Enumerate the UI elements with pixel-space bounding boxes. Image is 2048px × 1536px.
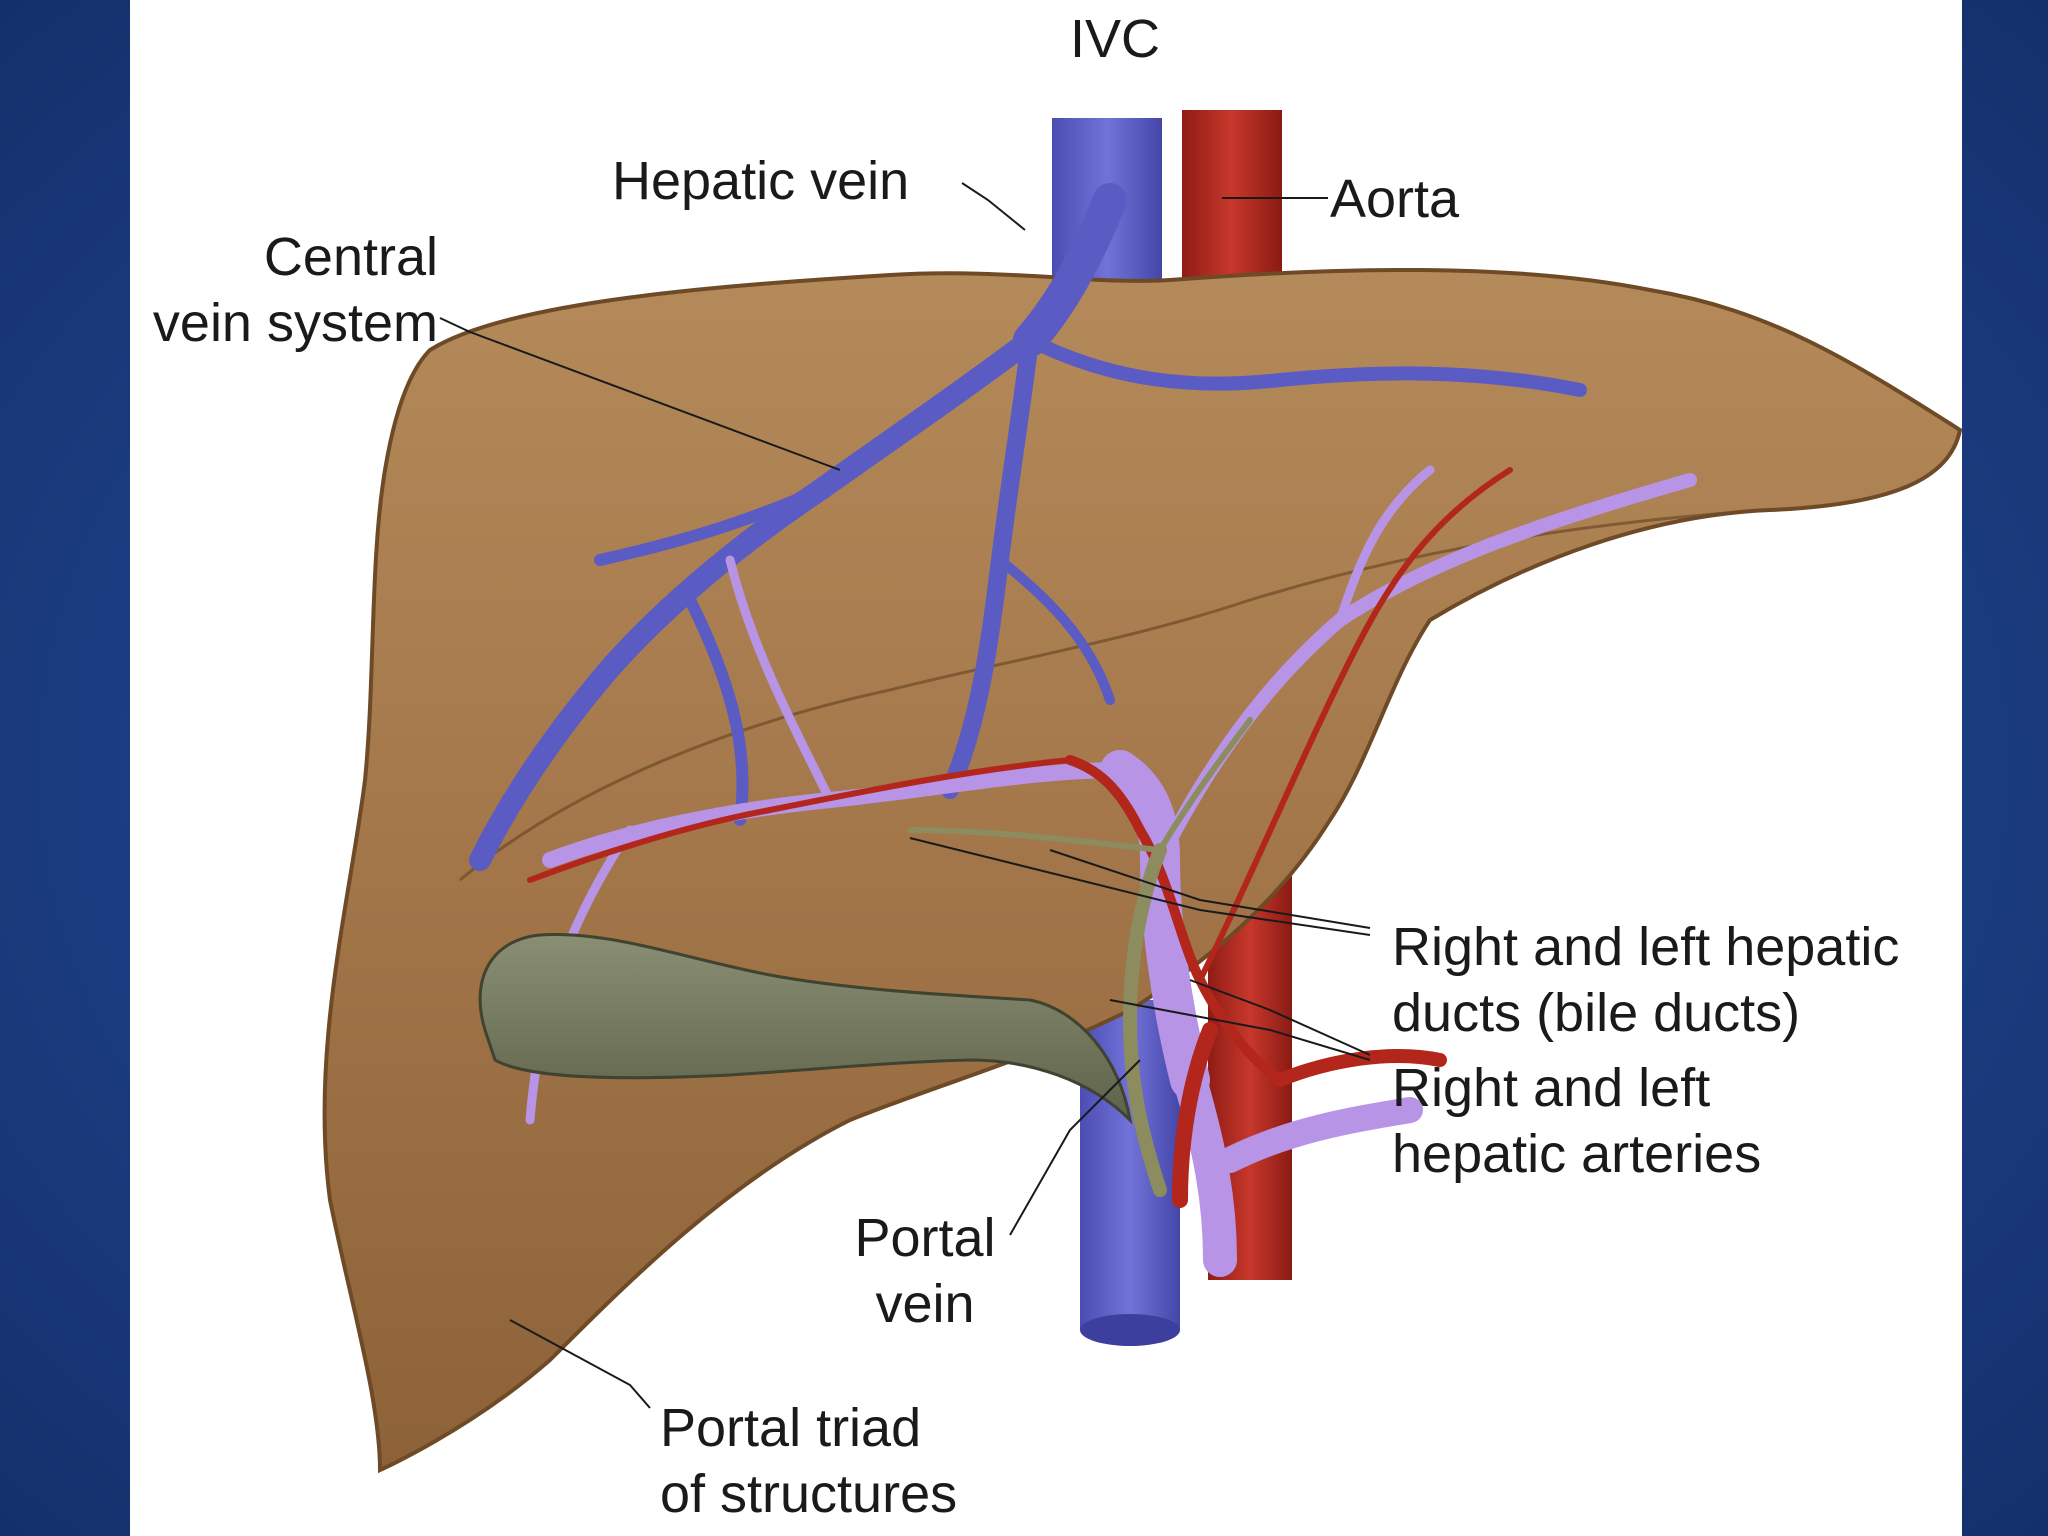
leader-hepatic-vein xyxy=(961,182,1026,231)
label-ivc: IVC xyxy=(1070,9,1161,69)
leader-arteries-1 xyxy=(1189,979,1371,1056)
leader-portal-vein xyxy=(1009,1059,1141,1236)
label-hepatic-vein: Hepatic vein xyxy=(612,151,910,211)
aorta-top-segment xyxy=(1182,110,1282,290)
gallbladder xyxy=(478,932,1133,1125)
label-portal-vein: Portal vein xyxy=(854,1208,996,1334)
leader-lines xyxy=(439,182,1371,1409)
leader-bile-ducts-2 xyxy=(909,837,1371,936)
label-bile-ducts: Right and left hepatic ducts (bile ducts… xyxy=(1392,917,1900,1043)
bile-ducts xyxy=(907,717,1253,1197)
liver-diagram xyxy=(322,110,1962,1474)
illustration-panel: IVC Hepatic vein Aorta Central vein syst… xyxy=(130,0,1962,1536)
label-hepatic-arteries: Right and left hepatic arteries xyxy=(1392,1058,1762,1184)
leader-portal-triad xyxy=(509,1319,651,1409)
leader-bile-ducts-1 xyxy=(1049,849,1371,929)
label-aorta: Aorta xyxy=(1330,169,1460,229)
hepatic-artery-branches xyxy=(527,467,1513,1208)
hepatic-vein-branches xyxy=(469,183,1587,871)
label-central-vein-system: Central vein system xyxy=(152,227,438,353)
leader-arteries-2 xyxy=(1109,999,1371,1061)
label-portal-triad: Portal triad of structures xyxy=(660,1398,958,1524)
leader-central-vein xyxy=(439,317,841,471)
